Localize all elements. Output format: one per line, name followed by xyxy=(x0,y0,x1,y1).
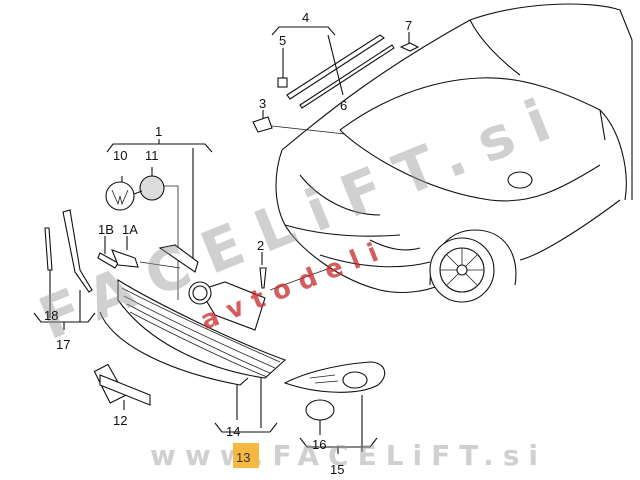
watermark-bottom: www.FACELiFT.si xyxy=(150,439,547,472)
label-part-4[interactable]: 4 xyxy=(302,10,309,25)
label-part-11[interactable]: 11 xyxy=(145,148,159,163)
fog-light-trim xyxy=(283,361,386,454)
lower-grille-part-13 xyxy=(99,279,287,433)
label-part-14[interactable]: 14 xyxy=(226,424,240,439)
label-part-3[interactable]: 3 xyxy=(259,96,266,111)
label-part-2[interactable]: 2 xyxy=(257,238,264,253)
label-part-1[interactable]: 1 xyxy=(155,124,162,139)
watermark-diagonal: FACELiFT.si xyxy=(30,80,576,353)
watermark-group: FACELiFT.si avtodeli www.FACELiFT.si xyxy=(30,80,576,472)
car-illustration xyxy=(275,3,633,303)
grille-assembly xyxy=(97,139,331,331)
label-part-18[interactable]: 18 xyxy=(44,308,58,323)
roof-molding-parts xyxy=(252,26,420,135)
label-part-6[interactable]: 6 xyxy=(340,98,347,113)
label-part-12[interactable]: 12 xyxy=(113,413,127,428)
side-strips xyxy=(33,209,96,330)
label-part-15[interactable]: 15 xyxy=(330,462,344,477)
label-part-10[interactable]: 10 xyxy=(113,148,127,163)
label-part-7[interactable]: 7 xyxy=(405,18,412,33)
label-part-13[interactable]: 13 xyxy=(236,450,250,465)
highlight-part-13 xyxy=(233,443,259,468)
label-part-1a[interactable]: 1A xyxy=(122,222,138,237)
label-part-17[interactable]: 17 xyxy=(56,337,70,352)
label-part-5[interactable]: 5 xyxy=(279,33,286,48)
part-labels: 1 1A 1B 2 3 4 5 6 7 10 11 12 13 14 15 16… xyxy=(44,10,412,477)
label-part-1b[interactable]: 1B xyxy=(98,222,114,237)
plate-holder-part-12 xyxy=(93,363,151,410)
label-part-16[interactable]: 16 xyxy=(312,437,326,452)
